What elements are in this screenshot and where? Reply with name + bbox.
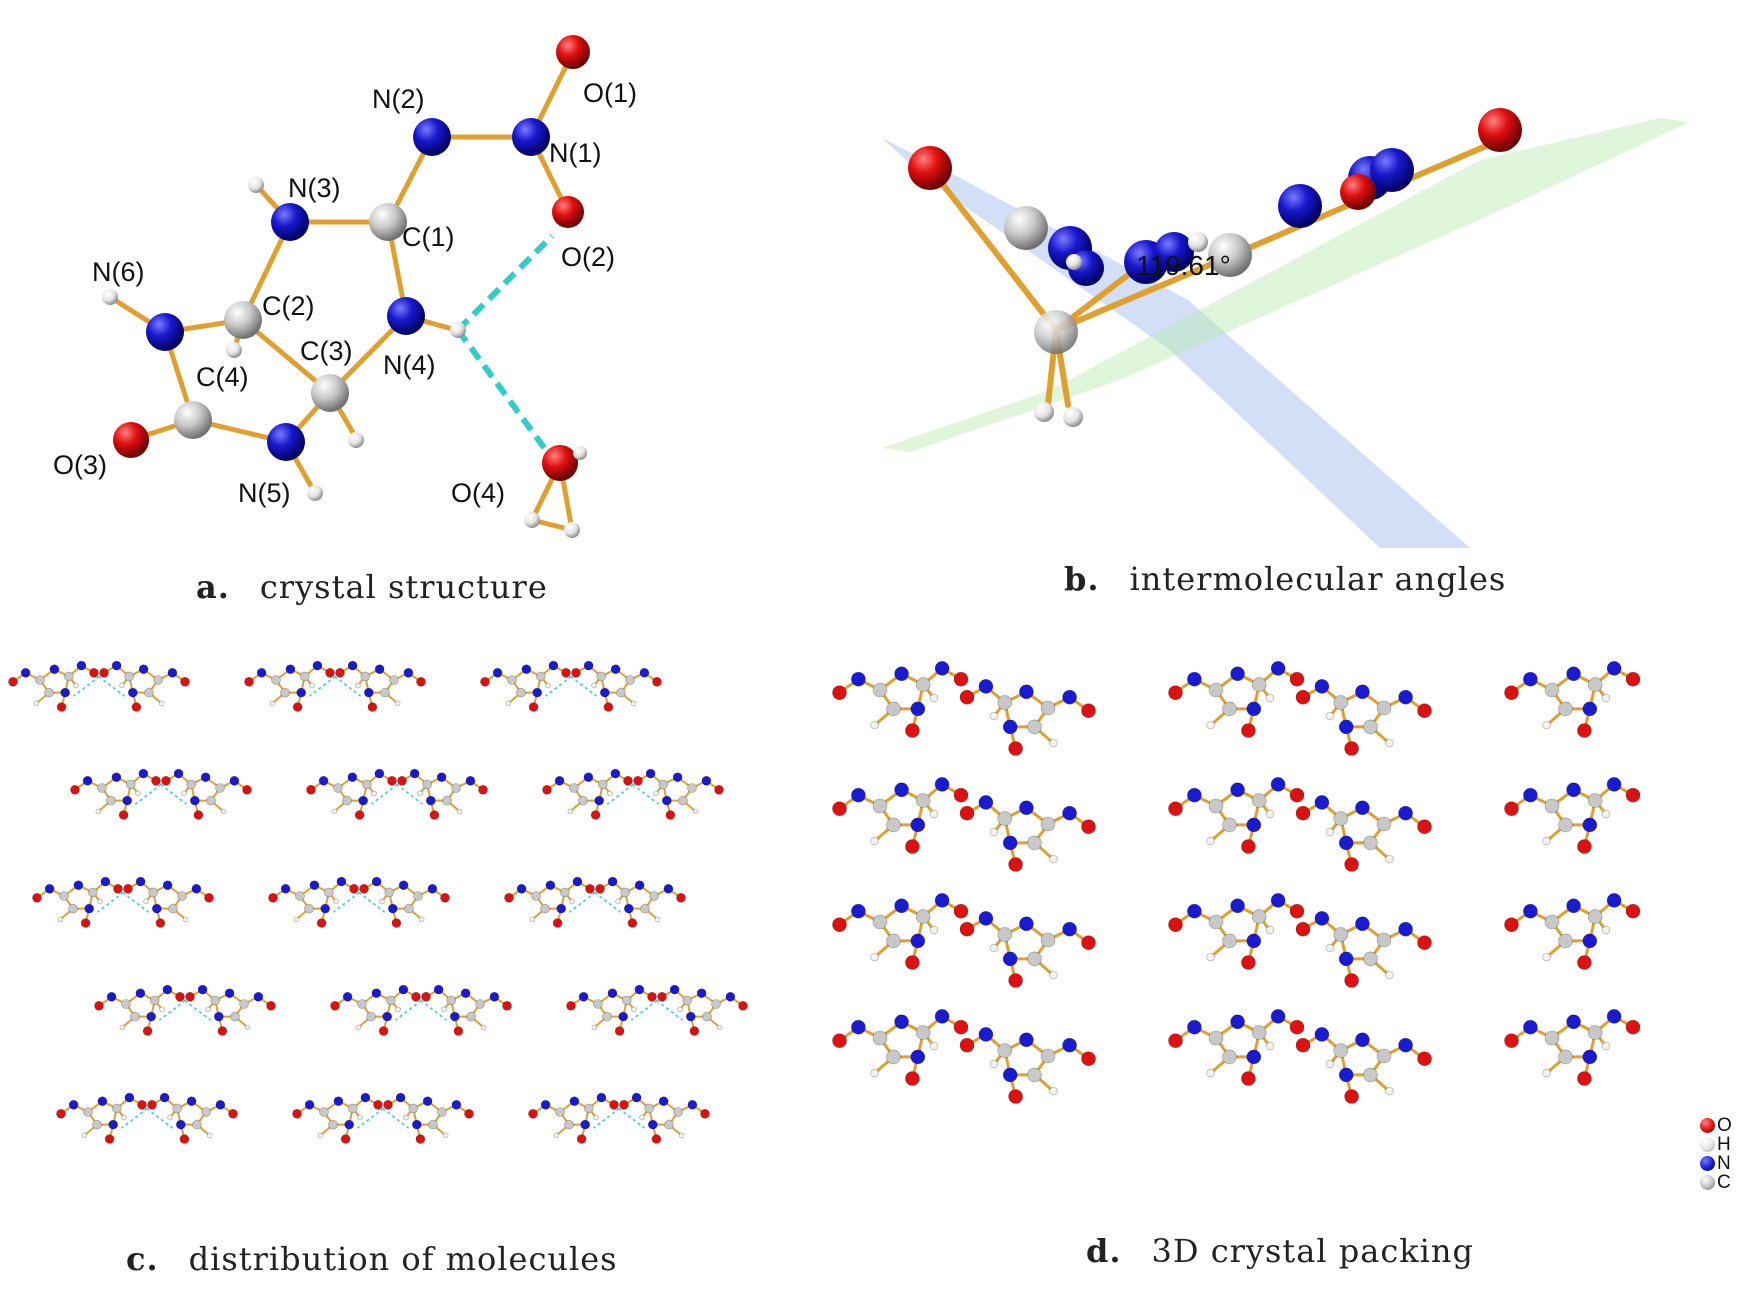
atom-legend: O H N C — [1700, 1116, 1744, 1192]
legend-swatch-n — [1700, 1156, 1715, 1171]
atom-label-n3: N(3) — [288, 173, 341, 203]
legend-label-n: N — [1717, 1153, 1731, 1174]
panel-a-atoms — [102, 35, 590, 538]
caption-d-text: 3D crystal packing — [1151, 1232, 1474, 1270]
panel-b: 119.61° b. intermolecular angles — [870, 0, 1744, 620]
legend-label-h: H — [1717, 1134, 1731, 1155]
caption-c-letter: c. — [126, 1240, 159, 1278]
legend-row-c: C — [1700, 1173, 1744, 1192]
legend-row-o: O — [1700, 1116, 1744, 1135]
panel-a-bonds — [107, 49, 576, 533]
legend-row-h: H — [1700, 1135, 1744, 1154]
panel-a-molecule — [102, 35, 590, 538]
legend-swatch-h — [1700, 1137, 1715, 1152]
legend-label-c: C — [1717, 1172, 1731, 1193]
atom-label-c3: C(3) — [300, 336, 353, 366]
caption-c-text: distribution of molecules — [188, 1240, 618, 1278]
atom-label-c2: C(2) — [262, 291, 315, 321]
caption-b-text: intermolecular angles — [1129, 560, 1507, 598]
atom-label-c1: C(1) — [402, 222, 455, 252]
atom-label-n6: N(6) — [92, 257, 145, 287]
atom-label-o4: O(4) — [451, 478, 505, 508]
caption-d: d. 3D crystal packing — [1086, 1232, 1474, 1270]
legend-swatch-c — [1700, 1175, 1715, 1190]
legend-label-o: O — [1717, 1115, 1732, 1136]
atom-label-c4: C(4) — [196, 362, 249, 392]
panel-a-hbonds — [455, 233, 555, 455]
atom-label-o1: O(1) — [583, 78, 637, 108]
panel-d-packing — [832, 661, 1641, 1104]
atom-label-n1: N(1) — [549, 138, 602, 168]
caption-b: b. intermolecular angles — [1064, 560, 1506, 598]
panel-c: c. distribution of molecules — [0, 640, 870, 1296]
atom-label-o3: O(3) — [53, 450, 107, 480]
panel-b-molecule — [882, 108, 1690, 548]
atom-label-o2: O(2) — [561, 242, 615, 272]
legend-row-n: N — [1700, 1154, 1744, 1173]
legend-swatch-o — [1700, 1118, 1715, 1133]
caption-a-letter: a. — [196, 568, 230, 606]
panel-a: O(1) N(2) N(1) N(3) C(1) O(2) N(6) C(2) … — [0, 0, 870, 620]
plane-green — [882, 118, 1690, 452]
caption-c: c. distribution of molecules — [126, 1240, 618, 1278]
caption-b-letter: b. — [1064, 560, 1100, 598]
panel-c-packing — [8, 660, 748, 1144]
atom-label-n4: N(4) — [383, 350, 436, 380]
caption-a-text: crystal structure — [259, 568, 548, 606]
angle-label: 119.61° — [1136, 250, 1231, 281]
panel-d: d. 3D crystal packing — [820, 640, 1700, 1296]
atom-label-n5: N(5) — [238, 478, 291, 508]
caption-a: a. crystal structure — [196, 568, 548, 606]
atom-label-n2: N(2) — [372, 84, 425, 114]
caption-d-letter: d. — [1086, 1232, 1122, 1270]
